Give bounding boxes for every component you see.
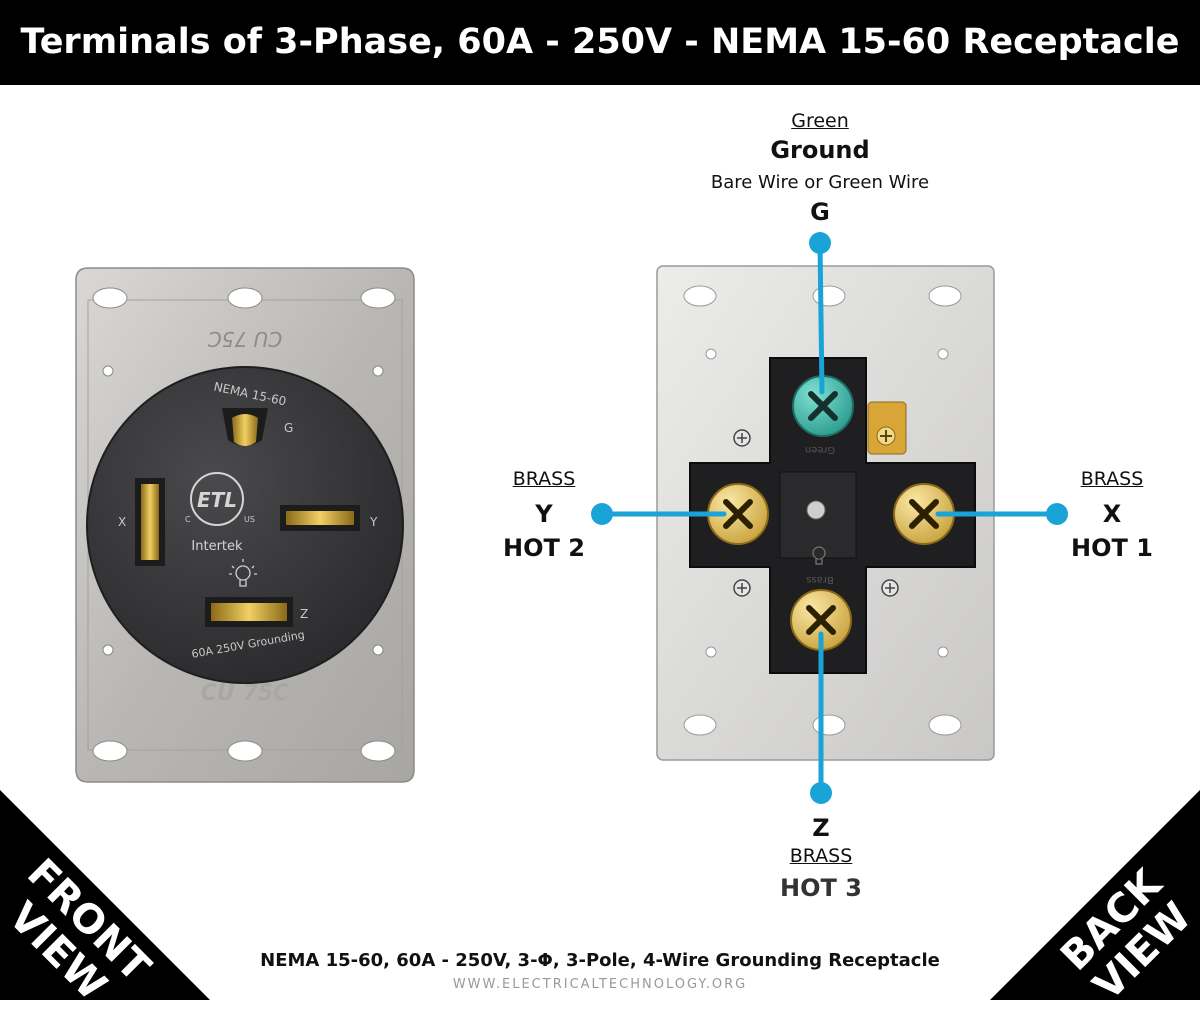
z-letter-label: Z xyxy=(812,814,830,842)
diagram-canvas: CU 75C CU 75C NEMA 15-60 G X Y Z ETL C U… xyxy=(0,232,1200,1000)
y-hot-label: HOT 2 xyxy=(503,534,585,562)
x-hot-label: HOT 1 xyxy=(1071,534,1153,562)
mount-hole xyxy=(812,285,846,307)
mount-hole xyxy=(92,287,128,309)
page-title: Terminals of 3-Phase, 60A - 250V - NEMA … xyxy=(20,22,1180,62)
green-mark: Green xyxy=(805,444,835,455)
footer-caption: NEMA 15-60, 60A - 250V, 3-Φ, 3-Pole, 4-W… xyxy=(260,950,940,971)
y-color-label: BRASS xyxy=(512,468,576,490)
front-receptacle: CU 75C CU 75C NEMA 15-60 G X Y Z ETL C U… xyxy=(75,267,415,783)
back-receptacle: Green Brass xyxy=(656,265,995,761)
y-callout-dot xyxy=(591,503,613,525)
mount-hole xyxy=(812,714,846,736)
svg-text:ETL: ETL xyxy=(197,488,237,512)
title-bar: Terminals of 3-Phase, 60A - 250V - NEMA … xyxy=(0,0,1200,85)
svg-text:X: X xyxy=(118,515,126,529)
intertek-label: Intertek xyxy=(191,539,243,554)
mount-hole xyxy=(227,740,263,762)
z-hot-label: HOT 3 xyxy=(780,874,862,902)
ground-color-label: Green xyxy=(791,110,849,132)
y-screw xyxy=(707,483,769,545)
light-bulb-icon xyxy=(812,546,826,565)
ground-wire-label: Bare Wire or Green Wire xyxy=(710,172,930,193)
x-callout-dot xyxy=(1046,503,1068,525)
ground-callout-dot xyxy=(809,232,831,254)
z-callout-dot xyxy=(810,782,832,804)
cu-rating-top: CU 75C xyxy=(208,327,282,351)
ground-name-label: Ground xyxy=(770,136,870,164)
ground-letter-label: G xyxy=(810,198,830,226)
mount-hole xyxy=(928,714,962,736)
x-letter-label: X xyxy=(1102,500,1122,528)
receptacle-face xyxy=(86,366,404,684)
front-view-corner xyxy=(0,790,210,1000)
mount-hole xyxy=(360,740,396,762)
footer-url: WWW.ELECTRICALTECHNOLOGY.ORG xyxy=(452,977,748,992)
light-bulb-icon xyxy=(229,559,257,587)
mount-hole xyxy=(683,714,717,736)
mount-hole xyxy=(928,285,962,307)
cu-rating-bottom: CU 75C xyxy=(201,681,289,706)
z-screw xyxy=(790,589,852,651)
x-color-label: BRASS xyxy=(1080,468,1144,490)
mount-hole xyxy=(683,285,717,307)
mount-hole xyxy=(360,287,396,309)
svg-text:Z: Z xyxy=(300,607,308,621)
brass-mark: Brass xyxy=(806,574,834,585)
ground-callout-line xyxy=(817,240,825,395)
z-color-label: BRASS xyxy=(789,845,853,867)
mount-hole xyxy=(92,740,128,762)
mount-hole xyxy=(227,287,263,309)
back-view-corner xyxy=(990,790,1200,1000)
svg-text:C: C xyxy=(185,515,191,524)
callout-lines xyxy=(599,240,1060,796)
svg-text:G: G xyxy=(284,421,293,435)
svg-text:Y: Y xyxy=(369,515,378,529)
x-screw xyxy=(893,483,955,545)
etl-logo xyxy=(190,472,244,526)
y-letter-label: Y xyxy=(535,500,553,528)
callout-dots xyxy=(591,232,1068,804)
svg-text:US: US xyxy=(244,515,255,524)
